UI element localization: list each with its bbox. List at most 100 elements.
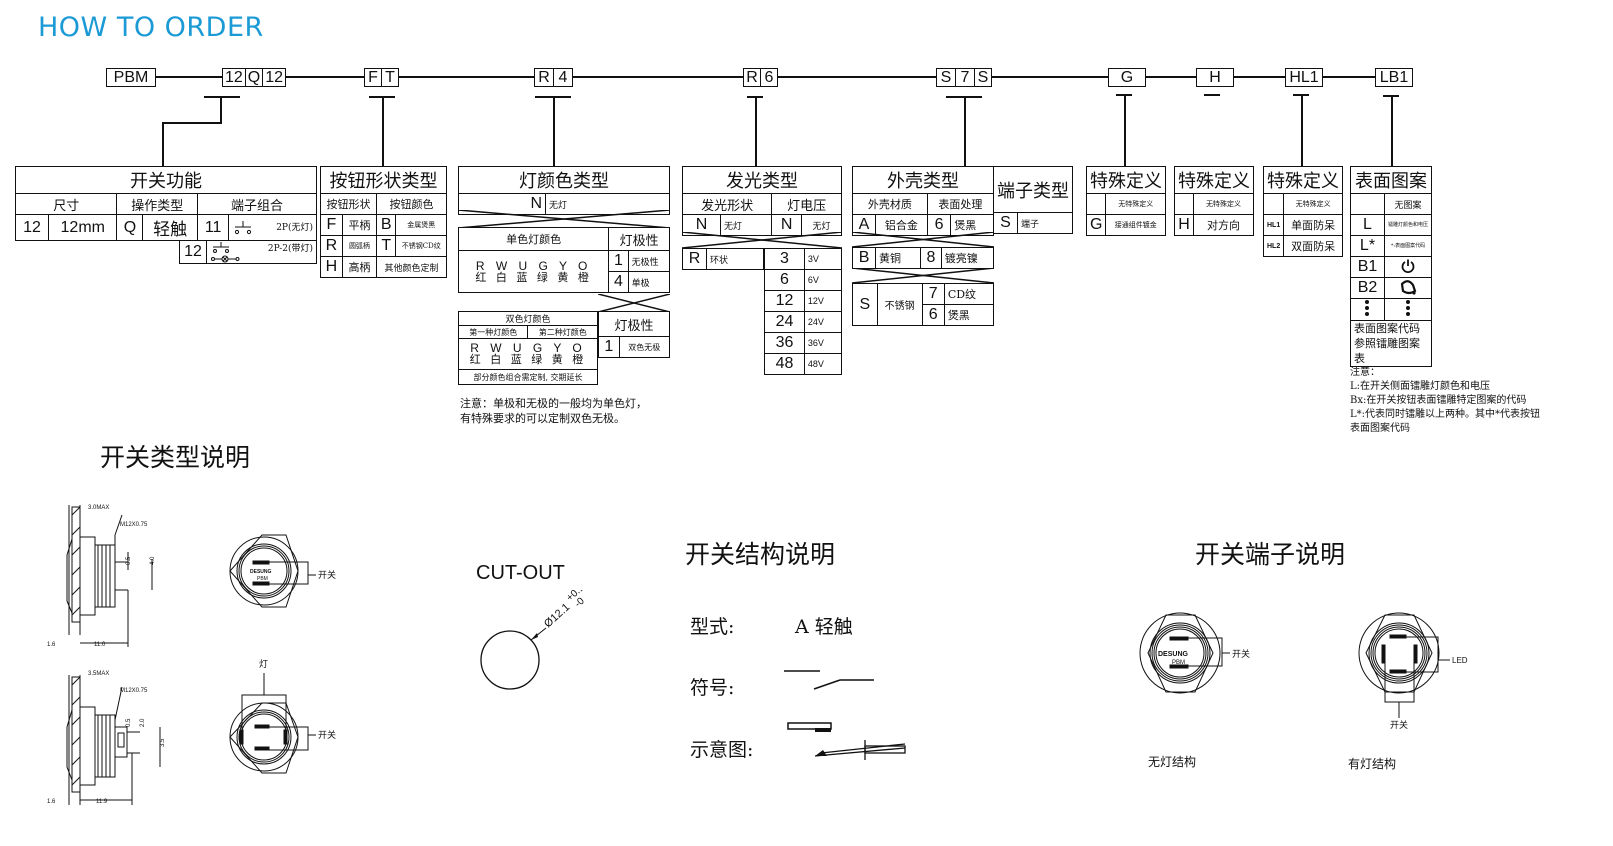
finish-code: 6 <box>921 304 945 326</box>
finish-code: 8 <box>920 247 942 269</box>
color-codes: R W U G Y O <box>475 258 592 273</box>
table-title: 特殊定义 <box>1263 166 1343 194</box>
header-shape: 发光形状 <box>681 193 773 215</box>
dual-color-header: 双色灯颜色 <box>458 311 598 326</box>
switch-label-2: 开关 <box>318 729 336 740</box>
brand-text: DESUNG <box>1158 651 1189 658</box>
dim-d1-2: 0.5 <box>126 718 132 727</box>
no-lamp-caption: 无灯结构 <box>1148 754 1196 769</box>
header-terminal: 端子组合 <box>196 193 318 215</box>
dim-len-1: 11.0 <box>94 642 106 648</box>
dim-thread-1: M12X0.75 <box>120 522 148 528</box>
polarity-header: 灯极性 <box>608 227 670 251</box>
ring-shape-table: R 环状 <box>682 248 764 270</box>
volt-label: 24V <box>803 311 843 333</box>
single-color-header: 单色灯颜色 <box>457 227 610 251</box>
terminal-desc: 2P-2(带灯) <box>267 244 313 254</box>
table-title: 表面图案 <box>1350 166 1432 194</box>
note-line: 注意： <box>1350 367 1380 378</box>
lamp-label-2: 灯 <box>259 659 268 669</box>
dim-d1-1: 0.5 <box>126 556 132 565</box>
color-codes: R W U G Y O <box>470 341 586 355</box>
code-part: 7 <box>956 69 975 86</box>
note-line: L:在开关侧面镭雕灯颜色和电压 <box>1350 381 1491 392</box>
switch-lamp-symbol-icon <box>211 242 240 263</box>
code-part: 12 <box>265 69 284 86</box>
dim-left-1: 1.6 <box>47 642 56 648</box>
table-title: 发光类型 <box>682 166 842 194</box>
header-color: 按钮颜色 <box>376 193 447 215</box>
shape-code: R <box>682 248 707 270</box>
header-shape: 按钮形状 <box>319 193 378 215</box>
pattern-code: L* <box>1350 235 1385 257</box>
dim-max-2: 3.5MAX <box>88 671 109 677</box>
shape-code: H <box>320 256 343 278</box>
table-title: 特殊定义 <box>1174 166 1254 194</box>
lamp-note: 注意：单极和无极的一般均为单色灯， 有特殊要求的可以定制双色无极。 <box>460 396 647 426</box>
header-material: 外壳材质 <box>852 193 928 215</box>
color-code: T <box>376 235 397 257</box>
color-names: 红 白 蓝 绿 黄 橙 <box>469 353 587 366</box>
dim-len-2: 11.9 <box>96 799 108 805</box>
pattern-label: 镭雕灯颜色和电压 <box>1383 214 1433 236</box>
note-line: L*:代表同时镭雕以上两种。其中*代表按钮 <box>1350 409 1541 420</box>
size-label: 12mm <box>47 214 118 241</box>
dual-color-sub2: 第二种灯颜色 <box>527 325 598 339</box>
table-title: 灯颜色类型 <box>458 166 670 194</box>
color-code: B <box>376 214 397 236</box>
volt-label: 36V <box>803 332 843 354</box>
cutout-title: CUT-OUT <box>476 562 565 584</box>
single-color-list: R W U G Y O 红 白 蓝 绿 黄 橙 <box>457 250 610 293</box>
terminal-desc: 2P(无灯) <box>276 222 313 233</box>
material-code: B <box>851 247 877 269</box>
or-separator-icon <box>852 232 994 247</box>
op-label: 轻触 <box>142 214 198 241</box>
special-none: 无特殊定义 <box>1105 193 1166 215</box>
dual-color-footer: 部分颜色组合需定制, 交期延长 <box>458 369 598 385</box>
shape-code: R <box>320 235 343 257</box>
table-title: 特殊定义 <box>1086 166 1166 194</box>
symbol-label: 符号: <box>690 677 735 699</box>
shape-label: 平柄 <box>341 214 378 236</box>
dual-polarity-table: 灯极性 1 双色无极 <box>598 311 671 358</box>
volt-label: 3V <box>803 248 843 270</box>
special-code: HL2 <box>1262 235 1285 257</box>
finish-code: 6 <box>926 214 952 236</box>
polarity-code: 1 <box>598 336 620 358</box>
with-lamp-caption: 有灯结构 <box>1348 756 1396 771</box>
code-part: G <box>1120 69 1134 86</box>
switch-label: 开关 <box>1232 648 1250 659</box>
diagram-label: 示意图: <box>690 739 754 761</box>
terminal-code: S <box>993 212 1018 234</box>
code-part: PBM <box>113 69 149 86</box>
terminal-desc-title: 开关端子说明 <box>1195 540 1346 569</box>
terminal-label: 端子 <box>1017 212 1073 234</box>
special-label: 双面防呆 <box>1283 235 1343 257</box>
dim-max-1: 3.0MAX <box>88 505 109 511</box>
note-line: 注意：单极和无极的一般均为单色灯， <box>460 397 647 410</box>
housing-steel-table: S 不锈钢 7 CD纹 6 煲黑 <box>852 283 995 326</box>
switch-type-title: 开关类型说明 <box>100 443 251 472</box>
code-part: F <box>365 69 382 86</box>
single-color-table: 单色灯颜色 灯极性 R W U G Y O 红 白 蓝 绿 黄 橙 1 无极性 … <box>457 227 671 293</box>
polarity-label: 单极 <box>627 271 671 293</box>
terminal-label: 2P(无灯) <box>228 214 317 241</box>
terminal-extra-table: 12 2P-2(带灯) <box>179 240 317 264</box>
material-label: 黄铜 <box>875 247 922 269</box>
table-title: 开关功能 <box>15 166 317 194</box>
special-code: G <box>1085 214 1107 236</box>
code-part: T <box>385 69 395 86</box>
switch-symbol-icon <box>235 220 252 234</box>
finish-label: 煲黑 <box>943 304 995 326</box>
bell-icon <box>1383 277 1433 299</box>
code-special-hl: HL1 <box>1285 68 1323 87</box>
shape-label: 高柄 <box>341 256 378 278</box>
special-label: 对方向 <box>1193 214 1254 236</box>
